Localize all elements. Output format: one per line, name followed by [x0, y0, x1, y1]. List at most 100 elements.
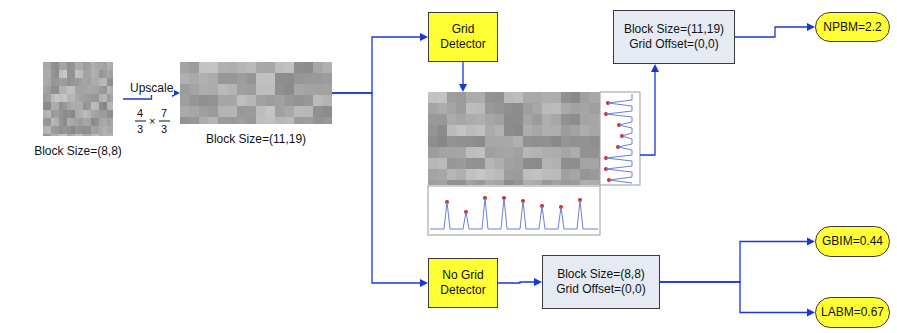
image-block	[485, 158, 504, 169]
image-block	[466, 103, 485, 114]
connector	[735, 23, 815, 37]
profile-curves	[430, 94, 632, 229]
image-block	[428, 147, 447, 158]
detector-arrow	[462, 62, 463, 85]
image-block-shade	[47, 86, 51, 94]
image-block-shade	[571, 147, 581, 158]
image-block	[523, 180, 542, 185]
image-block-shade	[304, 84, 314, 95]
image-block-shade	[323, 106, 333, 117]
image-block-shade	[47, 118, 51, 126]
image-block	[466, 92, 485, 103]
image-block-shade	[514, 169, 524, 180]
image-block	[580, 114, 599, 125]
image-block-shade	[495, 92, 505, 103]
image-block	[59, 78, 67, 86]
profile-curve	[430, 198, 598, 229]
image-block	[580, 136, 599, 147]
image-block	[561, 180, 580, 185]
image-block-shade	[285, 73, 295, 84]
image-block	[75, 126, 83, 134]
image-block-shade	[457, 180, 467, 185]
image-block	[91, 118, 99, 126]
image-block	[447, 147, 466, 158]
image-block	[107, 94, 113, 102]
image-block	[504, 169, 523, 180]
image-block	[447, 136, 466, 147]
image-block	[75, 118, 83, 126]
arrow-head	[534, 278, 542, 286]
image-block	[83, 86, 91, 94]
image-block-shade	[304, 117, 314, 124]
image-block	[67, 110, 75, 118]
image-block-shade	[590, 125, 600, 136]
image-block-shade	[285, 117, 295, 124]
image-block	[294, 117, 313, 124]
image-block-shade	[190, 73, 200, 84]
image-block	[237, 106, 256, 117]
fraction-term: 7	[161, 107, 167, 119]
image-block-shade	[228, 73, 238, 84]
image-block-shade	[438, 158, 448, 169]
image-block-shade	[95, 94, 99, 102]
image-block-shade	[95, 70, 99, 78]
image-block-shade	[79, 126, 83, 134]
image-block	[67, 94, 75, 102]
box-label: Grid Detector	[434, 22, 492, 52]
image-block-shade	[266, 117, 276, 124]
arrow-head	[807, 23, 815, 31]
image-block	[485, 125, 504, 136]
image-block-shade	[110, 126, 113, 134]
image-block-shade	[438, 103, 448, 114]
connector	[332, 93, 428, 287]
arrow-head	[420, 279, 428, 287]
image-block	[83, 102, 91, 110]
image-block	[83, 118, 91, 126]
image-block-shade	[71, 102, 75, 110]
box-label: NPBM=2.2	[823, 20, 881, 35]
image-block-shade	[495, 158, 505, 169]
image-block-shade	[87, 126, 91, 134]
image-block-shade	[266, 106, 276, 117]
image-block-shade	[514, 92, 524, 103]
image-block-shade	[247, 106, 257, 117]
image-block	[75, 70, 83, 78]
image-block-shade	[47, 62, 51, 70]
image-block-shade	[110, 118, 113, 126]
image-block	[523, 125, 542, 136]
image-block-shade	[571, 103, 581, 114]
image-block-shade	[571, 158, 581, 169]
box-label: Grid Offset=(0,0)	[624, 37, 724, 52]
image-block-shade	[55, 62, 59, 70]
image-block-shade	[457, 158, 467, 169]
arrow-head	[807, 309, 815, 317]
box-text: Grid Detector	[434, 22, 492, 52]
image-block	[561, 114, 580, 125]
image-block-shade	[514, 103, 524, 114]
image-block	[294, 62, 313, 73]
image-block	[313, 117, 332, 124]
image-block-shade	[476, 169, 486, 180]
image-block	[180, 62, 199, 73]
image-block-shade	[495, 147, 505, 158]
process-box: Grid Detector	[428, 12, 498, 62]
image-block-shade	[63, 62, 67, 70]
image-block-shade	[55, 126, 59, 134]
image-block-shade	[87, 94, 91, 102]
image-block-shade	[95, 118, 99, 126]
image-block-shade	[63, 126, 67, 134]
image-block	[561, 169, 580, 180]
image-block	[561, 136, 580, 147]
image-block	[237, 62, 256, 73]
image-block-shade	[266, 62, 276, 73]
image-block-shade	[47, 78, 51, 86]
image-block	[428, 103, 447, 114]
image-block	[91, 70, 99, 78]
image-block-shade	[63, 110, 67, 118]
image-block-shade	[476, 147, 486, 158]
image-block	[542, 147, 561, 158]
image-block-shade	[533, 158, 543, 169]
image-block	[107, 126, 113, 134]
box-text: LABM=0.67	[821, 305, 884, 320]
